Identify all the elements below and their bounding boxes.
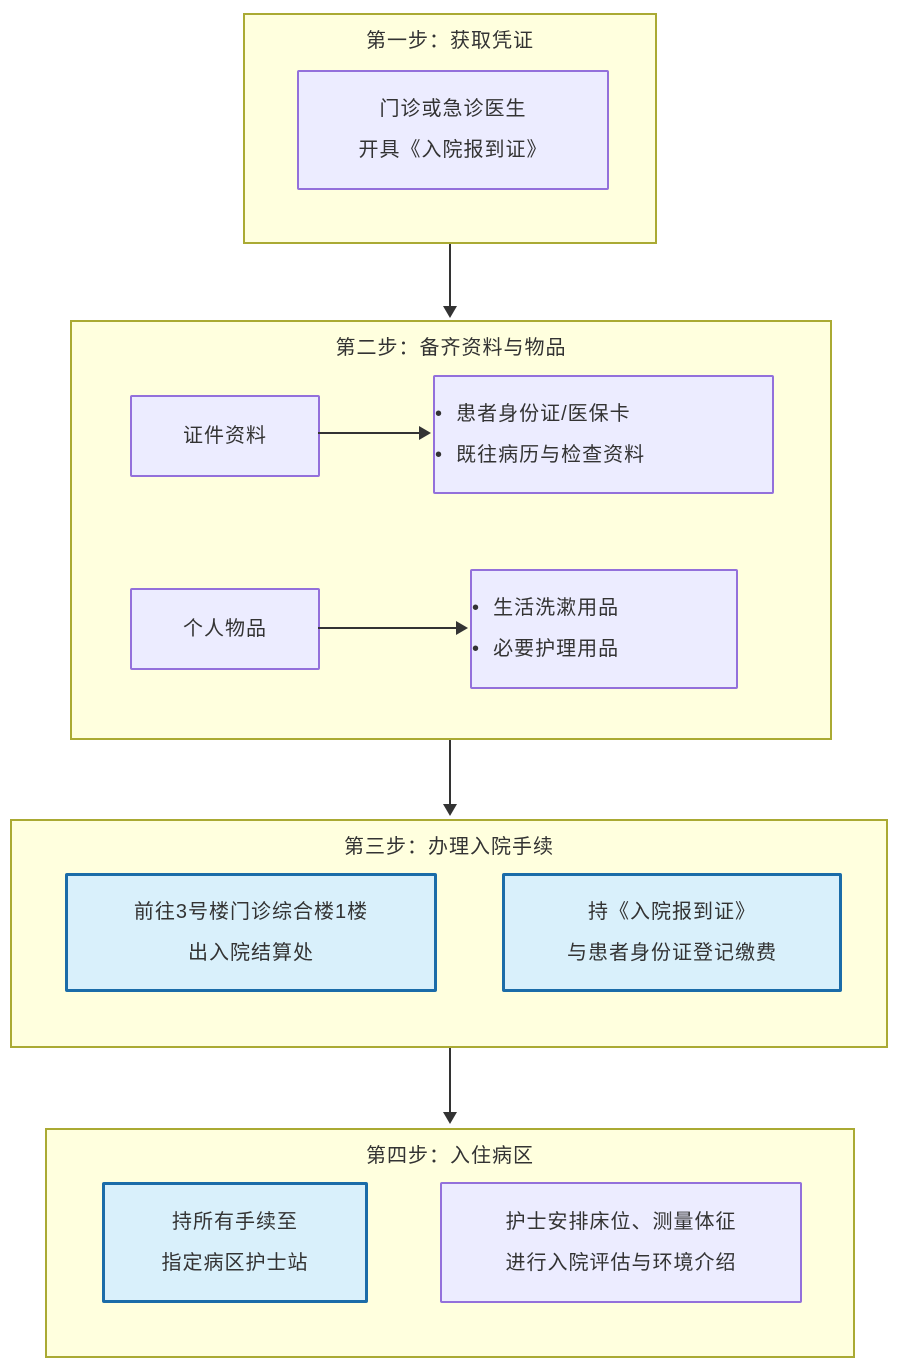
arrow-right-icon [419,426,431,440]
step2-row1-item1: 患者身份证/医保卡 [435,394,631,435]
arrow-down-icon [443,1112,457,1124]
step1-node-line1: 门诊或急诊医生 [379,98,527,120]
step2-row1-label-node: 证件资料 [130,395,320,477]
connector-row1-label-detail [318,426,431,440]
step4-left-line1: 持所有手续至 [172,1210,298,1233]
step2-row1-detail-node: 患者身份证/医保卡 既往病历与检查资料 [433,375,774,494]
step4-left-line2: 指定病区护士站 [161,1251,309,1274]
step4-container: 第四步：入住病区 持所有手续至 指定病区护士站 护士安排床位、测量体征 进行入院… [45,1128,855,1358]
step3-container: 第三步：办理入院手续 前往3号楼门诊综合楼1楼 出入院结算处 持《入院报到证》 … [10,819,888,1048]
step3-left-line2: 出入院结算处 [188,941,314,964]
step4-right-node: 护士安排床位、测量体征 进行入院评估与环境介绍 [440,1182,802,1303]
connector-row2-label-detail [318,621,468,635]
step2-row2-item2: 必要护理用品 [472,629,619,670]
step3-right-line1: 持《入院报到证》 [588,900,756,923]
connector-line [449,244,451,307]
step2-row2-detail-node: 生活洗漱用品 必要护理用品 [470,569,738,689]
step3-title: 第三步：办理入院手续 [344,836,554,858]
step4-left-node: 持所有手续至 指定病区护士站 [102,1182,368,1303]
step2-row1-label: 证件资料 [183,424,267,447]
step1-title: 第一步：获取凭证 [366,30,534,52]
step4-right-line1: 护士安排床位、测量体征 [505,1210,737,1233]
step1-container: 第一步：获取凭证 门诊或急诊医生 开具《入院报到证》 [243,13,657,244]
connector-line [318,627,457,629]
connector-step3-step4 [443,1048,457,1124]
step2-container: 第二步：备齐资料与物品 证件资料 患者身份证/医保卡 既往病历与检查资料 个人物… [70,320,832,740]
step4-right-line2: 进行入院评估与环境介绍 [505,1251,737,1274]
step4-title: 第四步：入住病区 [366,1145,534,1167]
step3-left-line1: 前往3号楼门诊综合楼1楼 [133,900,369,923]
connector-line [318,432,420,434]
step3-right-line2: 与患者身份证登记缴费 [567,941,777,964]
arrow-right-icon [456,621,468,635]
step2-row2-label: 个人物品 [183,617,267,640]
step1-node: 门诊或急诊医生 开具《入院报到证》 [297,70,609,190]
step2-title: 第二步：备齐资料与物品 [335,337,567,359]
step3-right-node: 持《入院报到证》 与患者身份证登记缴费 [502,873,842,992]
arrow-down-icon [443,306,457,318]
connector-step2-step3 [443,740,457,816]
connector-line [449,740,451,805]
step2-row2-item1: 生活洗漱用品 [472,588,619,629]
arrow-down-icon [443,804,457,816]
step1-node-line2: 开具《入院报到证》 [358,139,548,161]
connector-step1-step2 [443,244,457,318]
connector-line [449,1048,451,1113]
step3-left-node: 前往3号楼门诊综合楼1楼 出入院结算处 [65,873,437,992]
step2-row1-item2: 既往病历与检查资料 [435,435,645,476]
step2-row2-label-node: 个人物品 [130,588,320,670]
